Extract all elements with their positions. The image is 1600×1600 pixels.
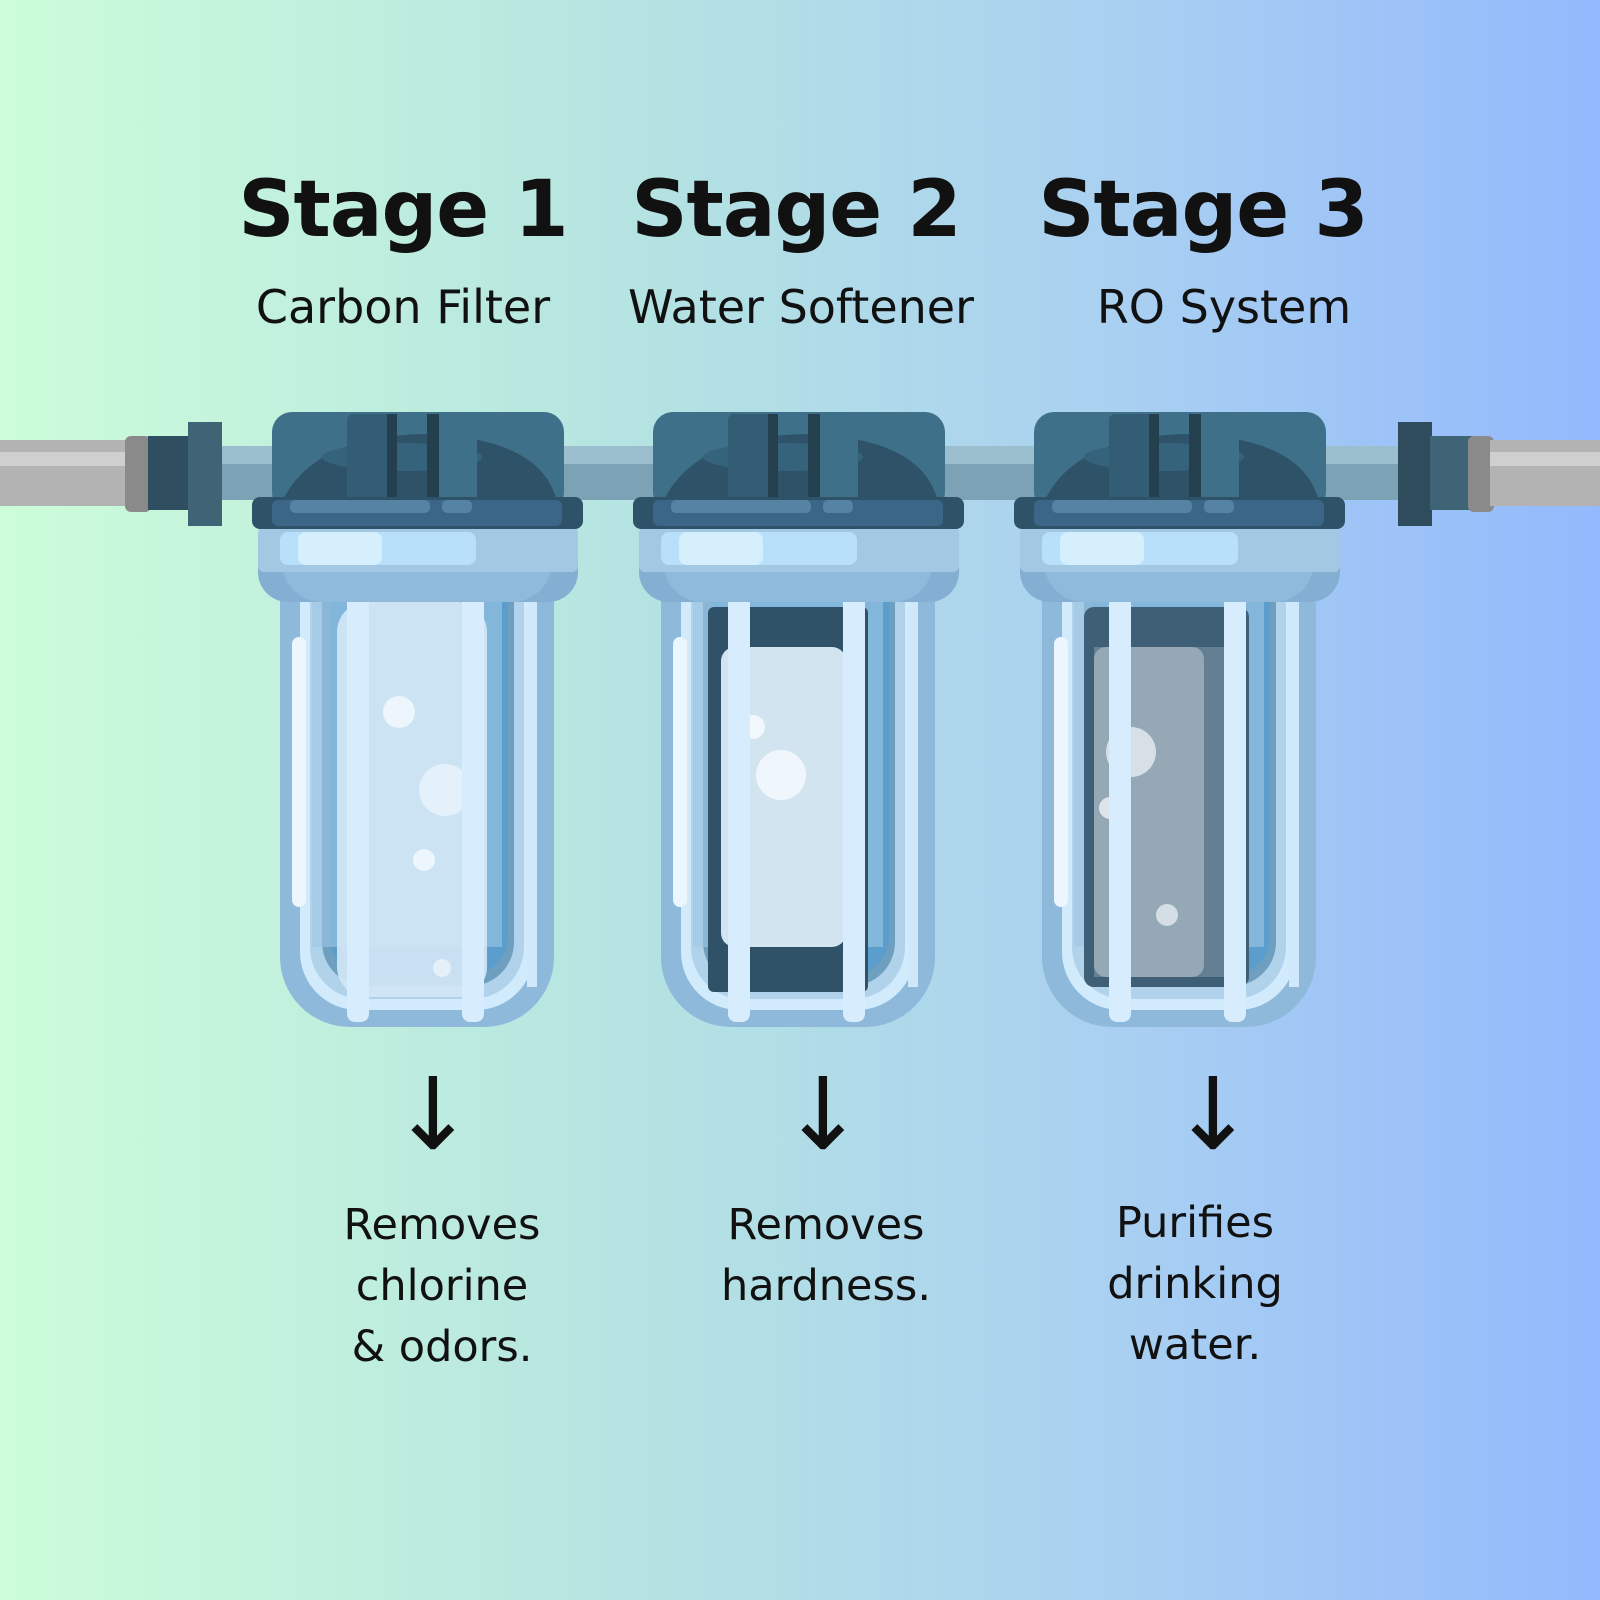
description-line: drinking <box>1107 1259 1283 1309</box>
filter-housing-2 <box>633 412 964 1027</box>
outlet-pipe <box>1398 422 1600 526</box>
stage-1-name: Carbon Filter <box>255 280 551 334</box>
stage-2-name: Water Softener <box>627 280 975 334</box>
arrow-down-icon: ↓ <box>781 1056 865 1173</box>
arrow-down-icon: ↓ <box>1171 1056 1255 1173</box>
arrow-down-icon: ↓ <box>391 1056 475 1173</box>
description-line: chlorine <box>355 1261 529 1311</box>
description-line: & odors. <box>351 1322 533 1372</box>
inlet-pipe <box>0 422 222 526</box>
description-line: Removes <box>727 1200 925 1250</box>
stage-3-description: Purifies drinking water. <box>1015 1193 1375 1376</box>
description-line: Removes <box>343 1200 541 1250</box>
stage-3-name: RO System <box>1096 280 1352 334</box>
stage-2-title: Stage 2 <box>631 165 961 255</box>
stage-1-title: Stage 1 <box>238 165 568 255</box>
description-line: hardness. <box>720 1261 931 1311</box>
cartridge-carbon <box>337 602 487 997</box>
stage-3-title: Stage 3 <box>1038 165 1368 255</box>
description-line: Purifies <box>1116 1198 1274 1248</box>
filter-housing-3 <box>1014 412 1345 1027</box>
description-line: water. <box>1128 1320 1262 1370</box>
stage-2-description: Removes hardness. <box>646 1195 1006 1317</box>
stage-1-description: Removes chlorine & odors. <box>262 1195 622 1378</box>
filter-housing-1 <box>252 412 583 1027</box>
